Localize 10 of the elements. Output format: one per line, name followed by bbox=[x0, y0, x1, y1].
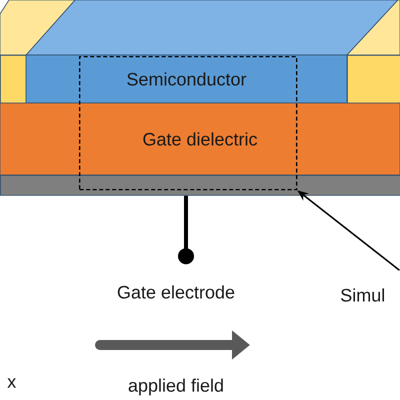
arrow-label: applied field bbox=[128, 378, 223, 396]
leader-line bbox=[178, 196, 194, 264]
gate-electrode-label: Gate electrode bbox=[118, 285, 234, 299]
axis-label: x bbox=[7, 378, 16, 388]
simulation-region-box bbox=[79, 56, 298, 190]
semiconductor-layer: Semiconductor bbox=[26, 54, 348, 104]
simulation-label: Simul bbox=[341, 288, 384, 302]
source-electrode bbox=[0, 0, 76, 104]
dielectric-layer: Gate dielectric bbox=[0, 102, 400, 176]
electrode-strip bbox=[0, 175, 400, 196]
